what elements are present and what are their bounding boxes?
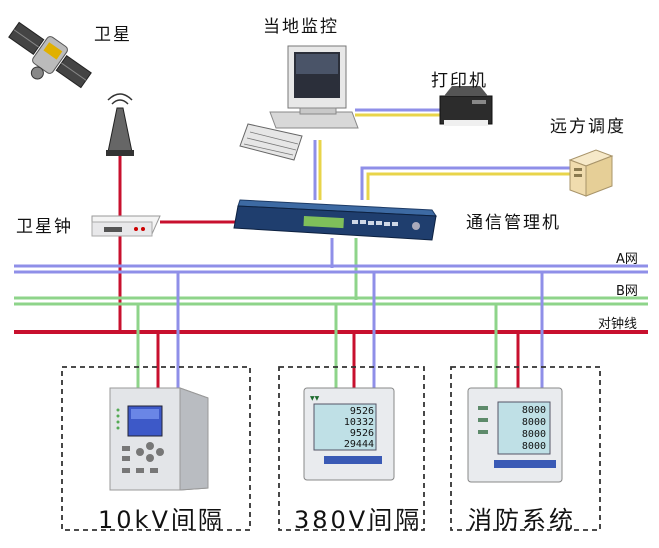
clock-line-label: 对钟线 <box>598 317 638 332</box>
m380-reading-3: 9526 <box>350 428 374 439</box>
printer-label: 打印机 <box>431 71 488 91</box>
bay-boxes <box>61 366 601 531</box>
comm-manager-device <box>233 199 437 241</box>
satellite-clock-label: 卫星钟 <box>16 217 73 237</box>
a-net-bus <box>14 264 648 274</box>
m380-reading-1: 9526 <box>350 406 374 417</box>
bay-fire-box <box>450 366 601 531</box>
server-icon <box>568 149 614 197</box>
fire-reading-4: 8000 <box>522 441 546 452</box>
bay-fire-label: 消防系统 <box>468 506 576 534</box>
b-net-label: B网 <box>616 284 638 299</box>
bay-380v-box <box>278 366 425 531</box>
meter-380v-device: ▼▼ <box>303 387 395 481</box>
antenna-icon <box>106 93 134 156</box>
fire-reading-3: 8000 <box>522 429 546 440</box>
a-net-label: A网 <box>616 252 638 267</box>
fire-reading-1: 8000 <box>522 405 546 416</box>
bay-380v-label: 380V间隔 <box>294 506 423 534</box>
computer-icon <box>239 45 359 161</box>
meter-fire-device <box>467 387 563 483</box>
wires <box>14 108 648 388</box>
remote-dispatch-label: 远方调度 <box>550 117 626 137</box>
remote-yellow-wire <box>366 172 570 200</box>
bay-10kv-label: 10kV间隔 <box>98 506 225 534</box>
satellite-icon <box>8 21 92 89</box>
remote-blue-wire <box>360 166 570 200</box>
satellite-clock-device <box>91 215 161 237</box>
local-monitor-label: 当地监控 <box>263 17 339 37</box>
fire-reading-2: 8000 <box>522 417 546 428</box>
relay-10kv-device <box>109 387 209 491</box>
satellite-label: 卫星 <box>94 25 132 45</box>
m380-reading-4: 29444 <box>344 439 374 450</box>
b-net-bus <box>14 296 648 306</box>
printer-icon <box>439 86 493 126</box>
comm-manager-label: 通信管理机 <box>466 213 561 233</box>
svg-text:▼▼: ▼▼ <box>310 395 320 402</box>
bay-10kv-box <box>61 366 251 531</box>
m380-reading-2: 10332 <box>344 417 374 428</box>
